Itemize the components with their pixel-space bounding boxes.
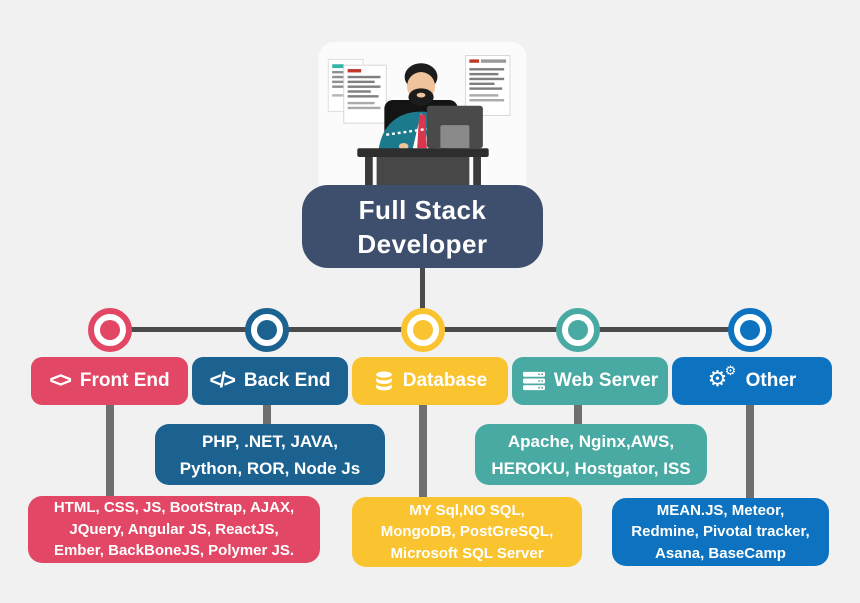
back-end-items: PHP, .NET, JAVA, Python, ROR, Node Js — [155, 424, 385, 485]
stem-web-server — [574, 404, 582, 426]
category-web-server: Web Server — [512, 357, 668, 405]
database-cylinder-icon — [375, 371, 392, 391]
root-title-line1: Full Stack — [358, 194, 487, 225]
code-angle-brackets-icon: <> — [49, 369, 71, 392]
document-icon — [327, 58, 387, 124]
item-line: MY Sql,NO SQL, — [409, 501, 525, 519]
other-items: MEAN.JS, Meteor, Redmine, Pivotal tracke… — [612, 498, 829, 566]
node-dot — [568, 320, 588, 340]
front-end-items: HTML, CSS, JS, BootStrap, AJAX, JQuery, … — [28, 496, 320, 563]
node-marker-database — [401, 308, 445, 352]
item-line: MongoDB, PostGreSQL, — [380, 523, 554, 541]
monitor-icon — [426, 105, 483, 149]
web-server-items: Apache, Nginx,AWS, HEROKU, Hostgator, IS… — [475, 424, 707, 485]
node-marker-front-end — [88, 308, 132, 352]
document-icon — [465, 55, 511, 116]
category-label: Other — [745, 370, 797, 391]
root-node-full-stack-developer: Full Stack Developer — [302, 185, 543, 268]
node-marker-other — [728, 308, 772, 352]
category-database: Database — [352, 357, 508, 405]
stem-database — [419, 404, 427, 499]
category-back-end: </> Back End — [192, 357, 348, 405]
category-label: Database — [402, 370, 488, 391]
item-line: PHP, .NET, JAVA, — [201, 431, 339, 451]
item-line: JQuery, Angular JS, ReactJS, — [69, 520, 279, 538]
item-line: Redmine, Pivotal tracker, — [631, 523, 810, 541]
stem-other — [746, 404, 754, 500]
node-dot — [100, 320, 120, 340]
item-line: MEAN.JS, Meteor, — [656, 501, 785, 519]
gears-icon: ⚙ ⚙ — [707, 364, 737, 392]
item-line: Asana, BaseCamp — [655, 544, 786, 562]
category-other: ⚙ ⚙ Other — [672, 357, 832, 405]
category-label: Web Server — [553, 370, 659, 391]
database-items: MY Sql,NO SQL, MongoDB, PostGreSQL, Micr… — [352, 497, 582, 567]
code-slash-icon: </> — [209, 369, 236, 392]
node-dot — [257, 320, 277, 340]
node-marker-back-end — [245, 308, 289, 352]
stem-front-end — [106, 404, 114, 498]
node-dot — [740, 320, 760, 340]
developer-illustration — [318, 42, 527, 185]
category-label: Back End — [243, 370, 331, 391]
stem-back-end — [263, 404, 271, 426]
category-label: Front End — [79, 370, 170, 391]
server-rack-icon — [522, 371, 545, 391]
root-stem-line — [420, 266, 425, 330]
item-line: HEROKU, Hostgator, ISS — [491, 458, 691, 478]
item-line: Apache, Nginx,AWS, — [507, 431, 675, 451]
node-marker-web-server — [556, 308, 600, 352]
root-title-line2: Developer — [357, 228, 488, 259]
item-line: Ember, BackBoneJS, Polymer JS. — [53, 542, 295, 560]
item-line: HTML, CSS, JS, BootStrap, AJAX, — [53, 499, 295, 517]
desk — [357, 148, 489, 185]
category-front-end: <> Front End — [31, 357, 188, 405]
node-dot — [413, 320, 433, 340]
item-line: Python, ROR, Node Js — [179, 458, 361, 478]
item-line: Microsoft SQL Server — [390, 544, 544, 562]
